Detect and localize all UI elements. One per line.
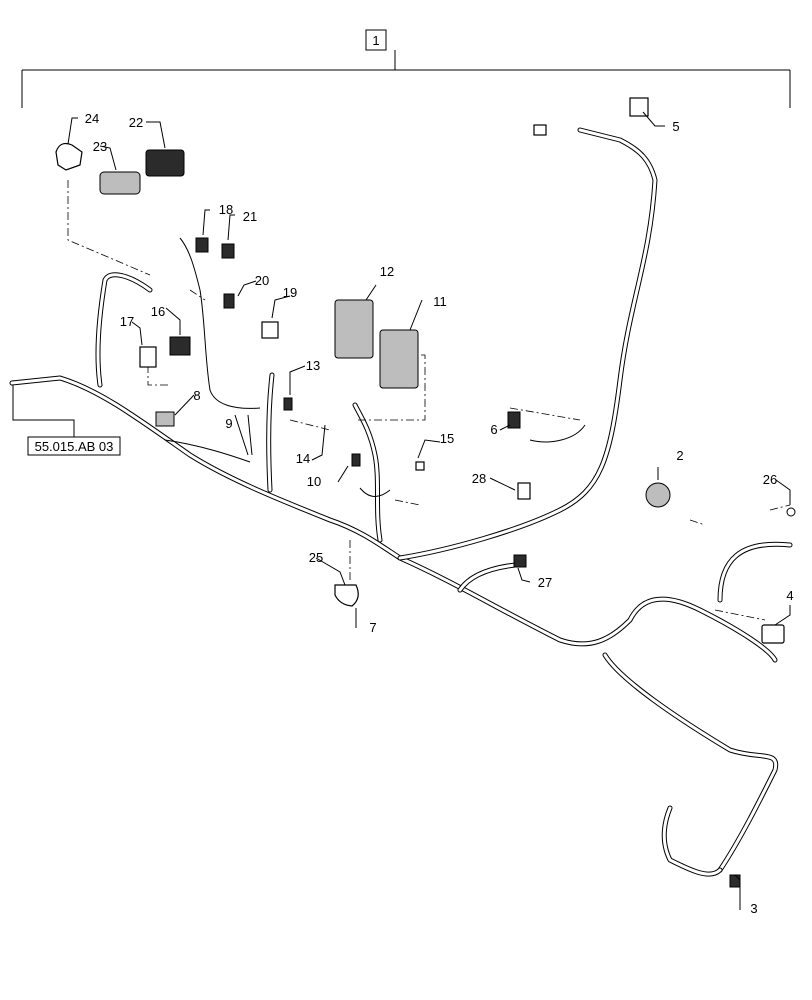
connector-plug-icon[interactable] [99, 171, 141, 195]
switch-2-icon[interactable] [645, 482, 671, 508]
connector-4-icon[interactable] [761, 624, 785, 644]
connector-block-12-icon[interactable] [334, 299, 374, 359]
assembly-number[interactable]: 1 [372, 33, 379, 48]
end-connector-icon[interactable] [533, 124, 547, 136]
callout-14[interactable]: 14 [296, 451, 310, 466]
reference-link[interactable]: 55.015.AB 03 [12, 384, 121, 456]
callout-labels: 2 3 4 5 6 7 8 9 10 11 12 13 14 15 16 17 … [85, 111, 794, 916]
connector-17-icon[interactable] [139, 346, 157, 368]
components [55, 97, 796, 888]
callout-19[interactable]: 19 [283, 285, 297, 300]
guide-lines [67, 180, 791, 621]
callout-16[interactable]: 16 [151, 304, 165, 319]
callout-7[interactable]: 7 [369, 620, 376, 635]
connector-8-icon[interactable] [155, 411, 175, 427]
callout-22[interactable]: 22 [129, 115, 143, 130]
callout-4[interactable]: 4 [786, 588, 793, 603]
callout-27[interactable]: 27 [538, 575, 552, 590]
callout-8[interactable]: 8 [193, 388, 200, 403]
reference-text[interactable]: 55.015.AB 03 [35, 439, 114, 454]
callout-3[interactable]: 3 [750, 901, 757, 916]
connector-3-icon[interactable] [729, 874, 741, 888]
callout-21[interactable]: 21 [243, 209, 257, 224]
connector-10-icon[interactable] [351, 453, 361, 467]
terminal-18-icon[interactable] [195, 237, 209, 253]
callout-6[interactable]: 6 [490, 422, 497, 437]
callout-12[interactable]: 12 [380, 264, 394, 279]
callout-18[interactable]: 18 [219, 202, 233, 217]
connector-block-11-icon[interactable] [379, 329, 419, 389]
callout-24[interactable]: 24 [85, 111, 99, 126]
callout-15[interactable]: 15 [440, 431, 454, 446]
connector-6-icon[interactable] [507, 411, 521, 429]
branch-wires [164, 237, 586, 497]
clip-15-icon[interactable] [415, 461, 425, 471]
callout-23[interactable]: 23 [93, 139, 107, 154]
assembly-bracket: 1 [21, 29, 791, 108]
connector-16-icon[interactable] [169, 336, 191, 356]
main-harness [9, 127, 793, 877]
callout-13[interactable]: 13 [306, 358, 320, 373]
leader-lines [67, 111, 791, 910]
callout-11[interactable]: 11 [433, 294, 447, 309]
relay-icon[interactable] [261, 321, 279, 339]
callout-28[interactable]: 28 [472, 471, 486, 486]
callout-5[interactable]: 5 [672, 119, 679, 134]
connector-27-icon[interactable] [513, 554, 527, 568]
screw-26-icon[interactable] [786, 507, 796, 517]
callout-10[interactable]: 10 [307, 474, 321, 489]
terminal-21-icon[interactable] [221, 243, 235, 259]
callout-20[interactable]: 20 [255, 273, 269, 288]
clip-13-icon[interactable] [283, 397, 293, 411]
connector-housing-icon[interactable] [145, 149, 185, 177]
callout-2[interactable]: 2 [676, 448, 683, 463]
terminal-20-icon[interactable] [223, 293, 235, 309]
callout-26[interactable]: 26 [763, 472, 777, 487]
callout-25[interactable]: 25 [309, 550, 323, 565]
elbow-boot-icon[interactable] [55, 142, 83, 171]
callout-9[interactable]: 9 [225, 416, 232, 431]
callout-17[interactable]: 17 [120, 314, 134, 329]
clip-7-icon[interactable] [334, 584, 359, 607]
connector-5-icon[interactable] [629, 97, 649, 117]
connector-28-icon[interactable] [517, 482, 531, 500]
